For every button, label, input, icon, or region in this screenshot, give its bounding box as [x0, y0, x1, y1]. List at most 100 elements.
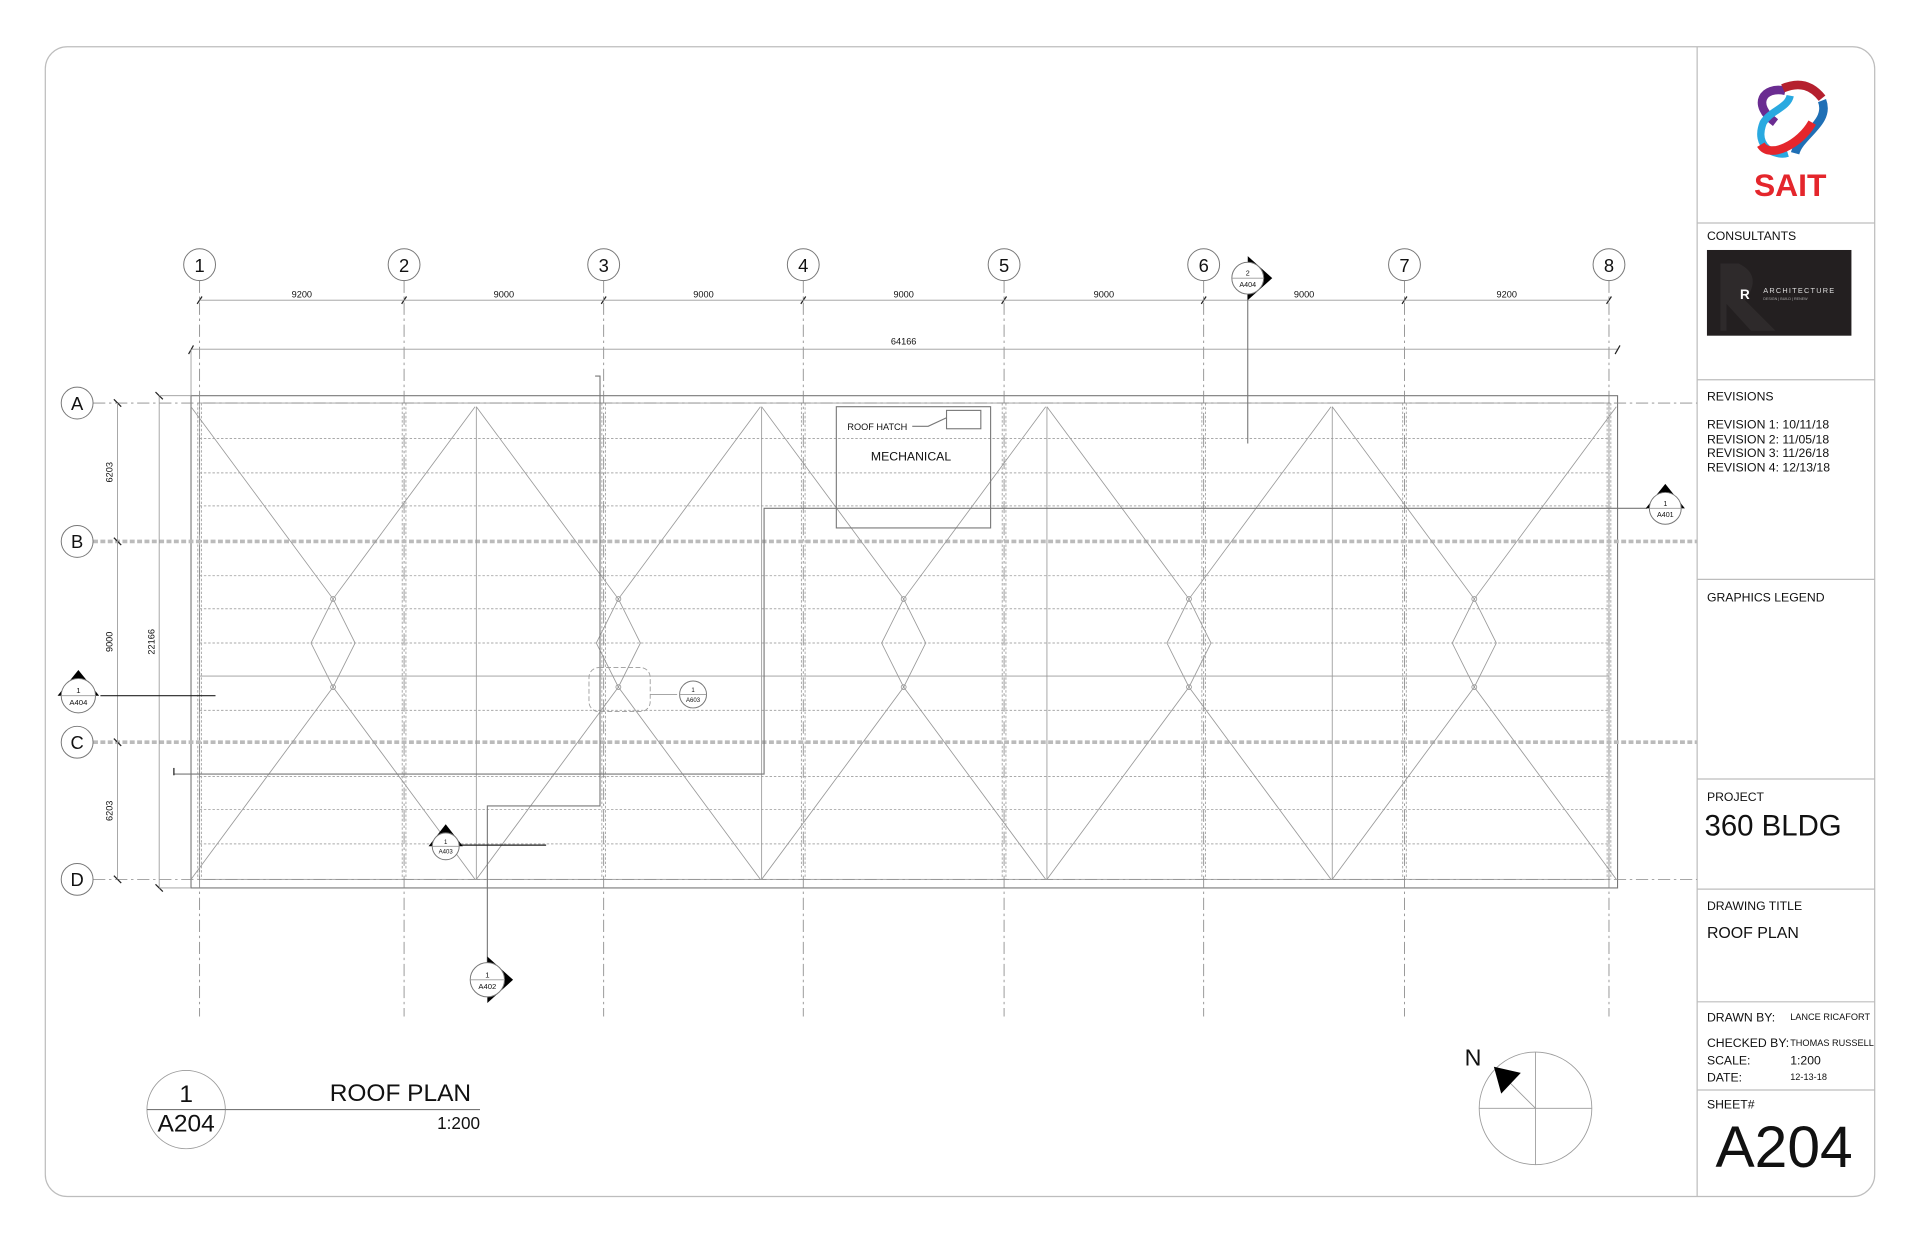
grid-bubble-4 [786, 248, 820, 282]
grid-bubble-5 [987, 248, 1021, 282]
dimension-label: 9000 [1094, 290, 1114, 300]
date-label: DATE: [1707, 1070, 1742, 1084]
roof-trusses [190, 406, 1617, 880]
grid-bubble-B [60, 525, 94, 558]
truss-diamond [595, 598, 641, 689]
grid-bubble-1 [183, 248, 216, 282]
dimension-label: 9000 [105, 632, 115, 652]
grid-label: C [71, 732, 84, 753]
truss-brace [1046, 406, 1332, 600]
grid-label: 3 [599, 255, 609, 276]
truss-diamond [1166, 598, 1212, 689]
callout-sheet: A401 [1657, 511, 1674, 519]
callout-sheet: A403 [439, 850, 454, 856]
revision-entry: REVISION 4: 12/13/18 [1707, 461, 1830, 475]
roof-outline [190, 395, 1619, 889]
dimension-tick [1614, 345, 1621, 355]
truss-node [1186, 596, 1192, 602]
grid-label: 2 [399, 255, 409, 276]
sait-logo: SAIT [1754, 80, 1828, 203]
callout-sheet: A404 [1239, 281, 1256, 289]
truss-diamond [1451, 598, 1497, 689]
callout-number: 1 [691, 688, 695, 694]
grid-label: A [71, 393, 84, 414]
truss-brace [761, 406, 1047, 600]
truss-node [900, 596, 907, 602]
truss-brace [1331, 686, 1617, 880]
truss-node [615, 684, 622, 690]
roof-hatch-label: ROOF HATCH [847, 422, 907, 432]
north-label: N [1465, 1044, 1482, 1070]
scale-value: 1:200 [1790, 1053, 1821, 1067]
consultants-label: CONSULTANTS [1707, 229, 1796, 243]
grid-label: 1 [194, 255, 204, 276]
grid-label: 6 [1199, 255, 1209, 276]
truss-node [1471, 596, 1478, 602]
dimension-label: 9000 [893, 290, 913, 300]
title-block: SAIT CONSULTANTS R ARCHITECTURE DESIGN |… [1697, 80, 1875, 1180]
checked-by: THOMAS RUSSELL [1790, 1038, 1874, 1048]
consultant-logo-text: ARCHITECTURE [1763, 286, 1835, 295]
callout-sheet: A603 [686, 698, 701, 704]
north-arrow-head [1493, 1066, 1521, 1094]
truss-diamond [310, 598, 356, 689]
svg-text:R: R [1740, 287, 1750, 302]
dimension-label: 9000 [494, 290, 514, 300]
overall-depth-label: 22166 [146, 629, 156, 655]
truss-node [900, 684, 907, 690]
grid-bubble-6 [1187, 248, 1221, 282]
revision-entry: REVISION 2: 11/05/18 [1707, 432, 1829, 446]
truss-brace [1046, 686, 1332, 880]
truss-node [330, 596, 336, 602]
callout-number: 2 [1246, 270, 1250, 278]
drawing-title-label: DRAWING TITLE [1707, 899, 1802, 913]
graphics-legend-label: GRAPHICS LEGEND [1707, 590, 1825, 604]
roof-inner-outline [199, 402, 1610, 880]
purlin-lines [199, 438, 1609, 845]
grid-bubble-7 [1388, 248, 1421, 282]
view-title: 1 A204 ROOF PLAN 1:200 [146, 1069, 480, 1150]
detail-callout-boundary [588, 667, 651, 713]
drawing-title: ROOF PLAN [1707, 925, 1799, 942]
project-name: 360 BLDG [1704, 809, 1841, 842]
dimension-label: 6203 [105, 801, 115, 821]
view-sheet: A204 [158, 1111, 215, 1138]
mechanical-label: MECHANICAL [871, 450, 951, 464]
grid-label: B [71, 531, 83, 552]
date-value: 12-13-18 [1790, 1072, 1827, 1082]
callout-number: 1 [76, 686, 80, 695]
truss-diamond [881, 598, 927, 689]
dimension-label: 9000 [1294, 290, 1314, 300]
scale-label: SCALE: [1707, 1053, 1751, 1067]
view-number: 1 [179, 1081, 193, 1108]
view-title-text: ROOF PLAN [330, 1080, 471, 1107]
consultant-logo: R ARCHITECTURE DESIGN | BUILD | RENEW [1706, 249, 1852, 336]
mechanical-area [835, 406, 992, 529]
overall-width-label: 64166 [891, 336, 917, 346]
view-scale: 1:200 [437, 1113, 480, 1133]
callout-sheet: A404 [69, 698, 88, 707]
revisions-label: REVISIONS [1707, 390, 1774, 404]
north-arrow: N [1465, 1044, 1593, 1166]
section-line [173, 507, 1647, 775]
truss-brace [761, 686, 1047, 880]
grid-label: 5 [999, 255, 1009, 276]
roof-hatch-leader [912, 417, 947, 427]
drawn-by-label: DRAWN BY: [1707, 1010, 1775, 1024]
sheet-label: SHEET# [1707, 1097, 1755, 1111]
project-label: PROJECT [1707, 790, 1765, 804]
grid-bubble-D [60, 862, 94, 896]
grid-label: D [71, 869, 84, 890]
sheet-number: A204 [1715, 1115, 1852, 1180]
truss-node [615, 596, 622, 602]
grid-bubble-3 [587, 248, 621, 282]
callout-number: 1 [444, 840, 448, 846]
